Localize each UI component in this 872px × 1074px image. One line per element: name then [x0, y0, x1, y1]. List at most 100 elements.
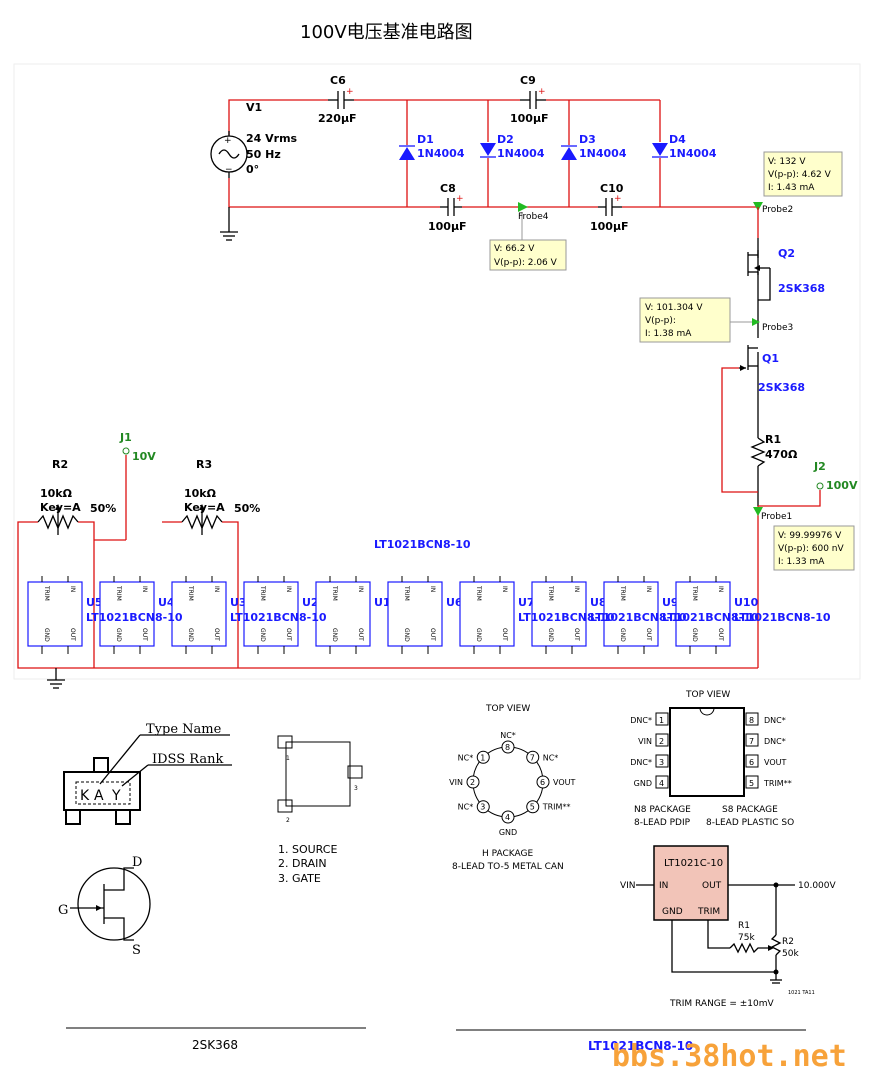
- potentiometer-r3[interactable]: [181, 504, 223, 535]
- trim-range: TRIM RANGE = ±10mV: [669, 999, 774, 1009]
- c8-label: C8: [440, 182, 456, 195]
- diode-d4[interactable]: [652, 143, 668, 158]
- dip-pin-box: [745, 733, 759, 747]
- chip-pin-trim: TRIM: [115, 585, 122, 601]
- dip-pin-number: 7: [749, 737, 754, 746]
- r2-percent: 50%: [90, 502, 116, 515]
- chip-ref-label: U1: [374, 596, 391, 609]
- dip-pin-label: DNC*: [630, 758, 652, 767]
- chip-pin-trim: TRIM: [691, 585, 698, 601]
- probe4-marker[interactable]: [518, 202, 528, 240]
- r2-value: 10kΩ: [40, 487, 73, 500]
- diode-d3[interactable]: [561, 145, 577, 160]
- j2-label: J2: [813, 460, 826, 473]
- c9-label: C9: [520, 74, 536, 87]
- probe2-marker[interactable]: [753, 202, 763, 211]
- h-package-top-view: TOP VIEW: [485, 704, 530, 714]
- capacitor-c8[interactable]: +: [440, 194, 464, 216]
- dip-caption-pdip: 8-LEAD PDIP: [634, 818, 691, 828]
- trim-r1-name: R1: [738, 921, 750, 931]
- chip-pin-in: IN: [357, 586, 364, 592]
- chip-ref-label: U3: [230, 596, 247, 609]
- h-pin-label: VIN: [449, 778, 463, 787]
- resistor-r1[interactable]: [750, 437, 766, 467]
- connector-j1[interactable]: [122, 447, 130, 455]
- chip-part-label-1: LT1021BCN8-10: [86, 611, 183, 624]
- d1-label: D1: [417, 133, 434, 146]
- j1-label: J1: [119, 431, 132, 444]
- probe3-voltage: V: 101.304 V: [645, 303, 703, 313]
- d3-label: D3: [579, 133, 596, 146]
- jfet-symbol: [70, 867, 151, 941]
- jfet-q2[interactable]: [747, 250, 771, 301]
- chip-pin-in: IN: [141, 586, 148, 592]
- pin-list-gate: 3. GATE: [278, 872, 321, 885]
- chip-body: [171, 581, 227, 647]
- type-name-label: Type Name: [146, 722, 222, 737]
- capacitor-c10[interactable]: +: [598, 194, 622, 216]
- chip-part-label-6: LT1021BCN8-10: [734, 611, 831, 624]
- chip-pin-gnd: GND: [691, 628, 698, 642]
- capacitor-c9[interactable]: +: [520, 87, 546, 109]
- h-pin-number: 8: [505, 743, 510, 752]
- trim-vin-label: VIN: [620, 881, 636, 891]
- h-pin-circle: [501, 740, 515, 754]
- trim-circuit-chip: [636, 845, 795, 984]
- dip-pin-number: 6: [749, 758, 754, 767]
- potentiometer-r2[interactable]: [37, 504, 79, 535]
- probe3-marker[interactable]: [752, 318, 760, 326]
- chip-pin-gnd: GND: [403, 628, 410, 642]
- dip-pin-number: 4: [659, 779, 664, 788]
- probe1-marker[interactable]: [753, 507, 763, 516]
- r2-key: Key=A: [40, 501, 81, 514]
- probe4-label: Frobe4: [518, 212, 549, 222]
- dip-caption-n8: N8 PACKAGE: [634, 805, 691, 815]
- r1-label: R1: [765, 433, 781, 446]
- h-pin-number: 4: [505, 813, 510, 822]
- capacitor-c6[interactable]: +: [328, 87, 354, 109]
- trim-chip-trim: TRIM: [697, 907, 720, 917]
- connector-j2[interactable]: [816, 482, 824, 490]
- h-pin-circle: [501, 810, 515, 824]
- jfet-package-drawing: [63, 734, 232, 825]
- marking-k: K: [80, 788, 90, 804]
- d4-part: 1N4004: [669, 147, 717, 160]
- chip-pin-trim: TRIM: [331, 585, 338, 601]
- svg-text:−: −: [225, 165, 233, 175]
- h-pin-number: 7: [530, 753, 535, 762]
- r3-percent: 50%: [234, 502, 260, 515]
- q1-part: 2SK368: [758, 381, 805, 394]
- chip-body: [675, 581, 731, 647]
- chip-pin-out: OUT: [645, 628, 652, 641]
- dip-pin-label: GND: [634, 779, 652, 788]
- dip-pin-number: 3: [659, 758, 664, 767]
- probe2-label: Probe2: [762, 205, 793, 215]
- jfet-q1[interactable]: [739, 345, 758, 371]
- chip-pin-gnd: GND: [475, 628, 482, 642]
- footer-caption-right: LT1021BCN8-10: [588, 1039, 693, 1053]
- chip-part-label-2: LT1021BCN8-10: [230, 611, 327, 624]
- r1-value: 470Ω: [765, 448, 798, 461]
- chip-pin-gnd: GND: [259, 628, 266, 642]
- ac-source-v1[interactable]: + −: [210, 131, 248, 178]
- probe3-label: Probe3: [762, 323, 793, 333]
- diode-d1[interactable]: [399, 145, 415, 160]
- marking-a: A: [94, 788, 104, 804]
- dip-pin-number: 8: [749, 716, 754, 725]
- chip-pin-out: OUT: [717, 628, 724, 641]
- h-pin-circle: [526, 800, 540, 814]
- chip-pin-in: IN: [717, 586, 724, 592]
- diode-d2[interactable]: [480, 143, 496, 158]
- jfet-source-label: S: [132, 943, 141, 958]
